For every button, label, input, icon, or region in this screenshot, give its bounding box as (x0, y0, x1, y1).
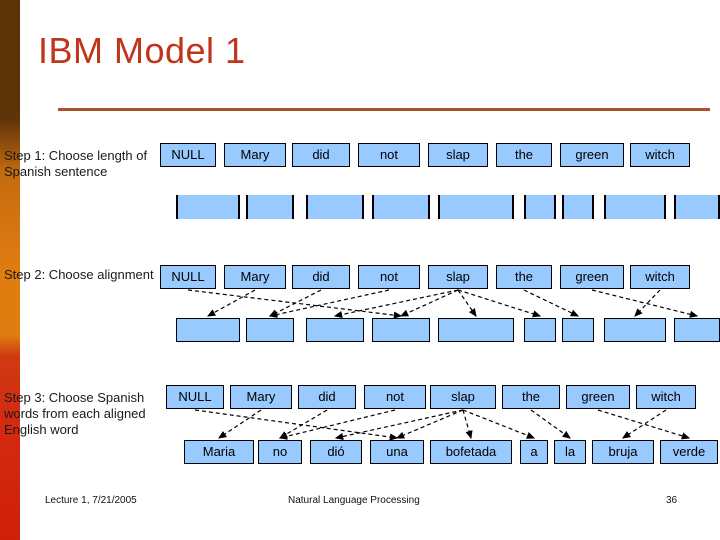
word-box: slap (430, 385, 496, 409)
word-box: did (292, 143, 350, 167)
alignment-arrow (399, 289, 459, 317)
blank-slot-box (674, 195, 720, 219)
accent-bar (0, 0, 20, 540)
blank-slot-box (246, 195, 294, 219)
blank-slot-box (306, 195, 364, 219)
word-box: la (554, 440, 586, 464)
blank-slot-box (524, 195, 556, 219)
word-box: not (358, 265, 420, 289)
page-title: IBM Model 1 (38, 30, 246, 71)
step-3-label: Step 3: Choose Spanish words from each a… (4, 390, 146, 437)
word-box: did (292, 265, 350, 289)
word-box: verde (660, 440, 718, 464)
word-box: Mary (224, 265, 286, 289)
word-box: slap (428, 265, 488, 289)
word-box: dió (310, 440, 362, 464)
alignment-arrow (523, 289, 580, 317)
step-2-spanish-slots-row (0, 318, 720, 342)
alignment-arrow (395, 409, 464, 439)
alignment-arrow (278, 409, 328, 439)
alignment-arrow (194, 409, 399, 441)
word-box: Maria (184, 440, 254, 464)
alignment-arrow (634, 289, 661, 317)
blank-slot-box (438, 195, 514, 219)
alignment-arrow (334, 409, 464, 440)
blank-slot-box (306, 318, 364, 342)
word-box: witch (630, 265, 690, 289)
alignment-arrow (268, 289, 390, 318)
word-box: bofetada (430, 440, 512, 464)
alignment-arrow (457, 289, 542, 318)
blank-slot-box (176, 195, 240, 219)
word-box: NULL (166, 385, 224, 409)
alignment-arrow (187, 289, 403, 319)
word-box: green (560, 265, 624, 289)
alignment-arrow (268, 289, 322, 317)
word-box: Mary (230, 385, 292, 409)
blank-slot-box (604, 195, 666, 219)
word-box: the (502, 385, 560, 409)
alignment-arrow (278, 409, 396, 440)
alignment-arrow (206, 289, 256, 317)
alignment-arrow (218, 409, 262, 439)
word-box: slap (428, 143, 488, 167)
footer-lecture-info: Lecture 1, 7/21/2005 (45, 495, 137, 506)
word-box: green (560, 143, 624, 167)
word-box: NULL (160, 143, 216, 167)
footer-course-name: Natural Language Processing (288, 495, 420, 506)
word-box: bruja (592, 440, 654, 464)
word-box: no (258, 440, 302, 464)
word-box: witch (636, 385, 696, 409)
blank-slot-box (562, 318, 594, 342)
alignment-arrow (597, 409, 691, 440)
alignment-arrow (530, 409, 571, 439)
alignment-arrow (621, 409, 667, 439)
alignment-arrow (462, 409, 473, 440)
word-box: witch (630, 143, 690, 167)
blank-slot-box (604, 318, 666, 342)
alignment-arrow (462, 409, 536, 439)
step-1-spanish-slots-row (0, 195, 720, 219)
word-box: the (496, 143, 552, 167)
alignment-arrow (333, 289, 459, 319)
word-box: not (358, 143, 420, 167)
blank-slot-box (372, 318, 430, 342)
title-underline-rule (58, 108, 710, 111)
word-box: NULL (160, 265, 216, 289)
blank-slot-box (246, 318, 294, 342)
alignment-arrow (591, 289, 699, 318)
step-1-label: Step 1: Choose length of Spanish sentenc… (4, 148, 148, 179)
blank-slot-box (372, 195, 430, 219)
blank-slot-box (176, 318, 240, 342)
word-box: green (566, 385, 630, 409)
step-2-label: Step 2: Choose alignment (4, 267, 154, 282)
word-box: the (496, 265, 552, 289)
blank-slot-box (562, 195, 594, 219)
word-box: not (364, 385, 426, 409)
alignment-arrow (457, 289, 477, 317)
word-box: una (370, 440, 424, 464)
slide-footer: Lecture 1, 7/21/2005 Natural Language Pr… (0, 495, 720, 515)
blank-slot-box (438, 318, 514, 342)
footer-slide-number: 36 (666, 495, 678, 506)
blank-slot-box (524, 318, 556, 342)
word-box: Mary (224, 143, 286, 167)
word-box: a (520, 440, 548, 464)
blank-slot-box (674, 318, 720, 342)
word-box: did (298, 385, 356, 409)
